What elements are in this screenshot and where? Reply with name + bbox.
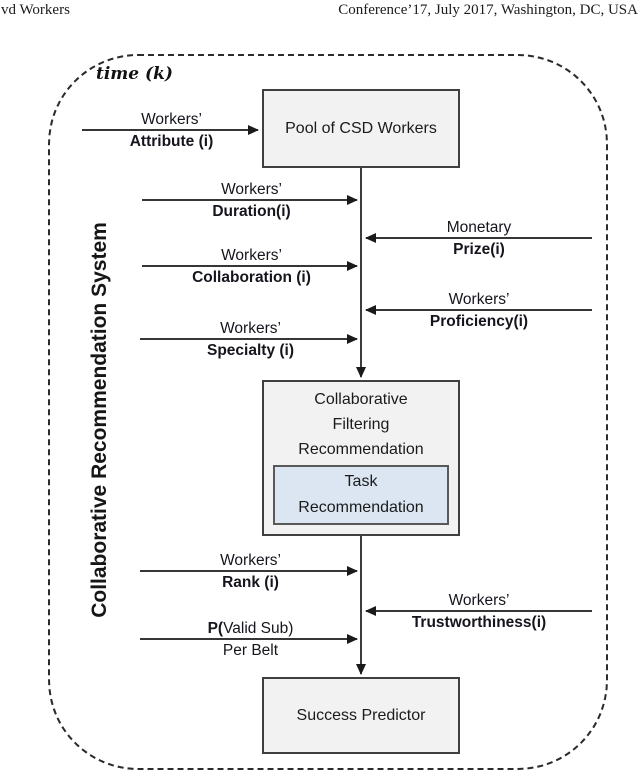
pvalid-line1: P(Valid Sub) <box>140 619 361 639</box>
trustworthiness-line2: Trustworthiness(i) <box>411 614 547 631</box>
task-box-line2: Recommendation <box>298 499 424 516</box>
duration-line2: Duration(i) <box>212 203 291 220</box>
collaboration-line1: Workers’ <box>221 247 282 264</box>
rank-line1: Workers’ <box>220 552 281 569</box>
flow-label-proficiency: Workers’ Proficiency(i) <box>366 290 592 332</box>
rank-line2: Rank (i) <box>222 574 279 591</box>
monetary-line2: Prize(i) <box>453 241 505 258</box>
header-conference-info: Conference’17, July 2017, Washington, DC… <box>338 2 638 18</box>
monetary-line1: Monetary <box>446 219 512 236</box>
cf-box-line3: Recommendation <box>298 441 424 458</box>
time-k-label: time (k) <box>96 64 173 84</box>
flow-label-pvalid: P(Valid Sub) Per Belt <box>140 619 361 661</box>
proficiency-line1: Workers’ <box>448 291 510 308</box>
flow-label-trustworthiness: Workers’ Trustworthiness(i) <box>366 591 592 633</box>
paper-header: vd Workers Conference’17, July 2017, Was… <box>0 1 640 21</box>
flow-label-attribute: Workers’ Attribute (i) <box>82 110 261 152</box>
flow-label-collaboration: Workers’ Collaboration (i) <box>142 246 361 288</box>
success-box-label: Success Predictor <box>296 706 426 724</box>
cf-box-line2: Filtering <box>332 416 390 433</box>
flow-label-rank: Workers’ Rank (i) <box>140 551 361 593</box>
proficiency-line2: Proficiency(i) <box>429 313 529 330</box>
flow-label-monetary-prize: Monetary Prize(i) <box>366 218 592 260</box>
flow-label-specialty: Workers’ Specialty (i) <box>140 319 361 361</box>
success-predictor-box: Success Predictor <box>262 677 460 754</box>
duration-line1: Workers’ <box>221 181 282 198</box>
pvalid-line1-bold: P( <box>207 620 224 637</box>
flow-label-duration: Workers’ Duration(i) <box>142 180 361 222</box>
collaborative-filtering-box: Collaborative Filtering Recommendation T… <box>262 380 460 536</box>
trustworthiness-line1: Workers’ <box>448 592 510 609</box>
pool-box-label: Pool of CSD Workers <box>285 119 437 137</box>
attribute-line2: Attribute (i) <box>129 133 214 150</box>
pvalid-line2: Per Belt <box>222 642 279 659</box>
task-recommendation-box: Task Recommendation <box>273 465 449 525</box>
specialty-line2: Specialty (i) <box>207 342 294 359</box>
pool-of-csd-workers-box: Pool of CSD Workers <box>262 89 460 168</box>
header-left-title: vd Workers <box>1 2 70 18</box>
task-box-line1: Task <box>344 473 378 490</box>
attribute-line1: Workers’ <box>141 111 202 128</box>
pvalid-line1-rest: Valid Sub) <box>223 620 294 637</box>
system-boundary <box>48 54 608 770</box>
cf-box-line1: Collaborative <box>314 391 408 408</box>
collaboration-line2: Collaboration (i) <box>192 269 311 286</box>
specialty-line1: Workers’ <box>220 320 281 337</box>
system-title-vertical: Collaborative Recommendation System <box>88 222 111 618</box>
